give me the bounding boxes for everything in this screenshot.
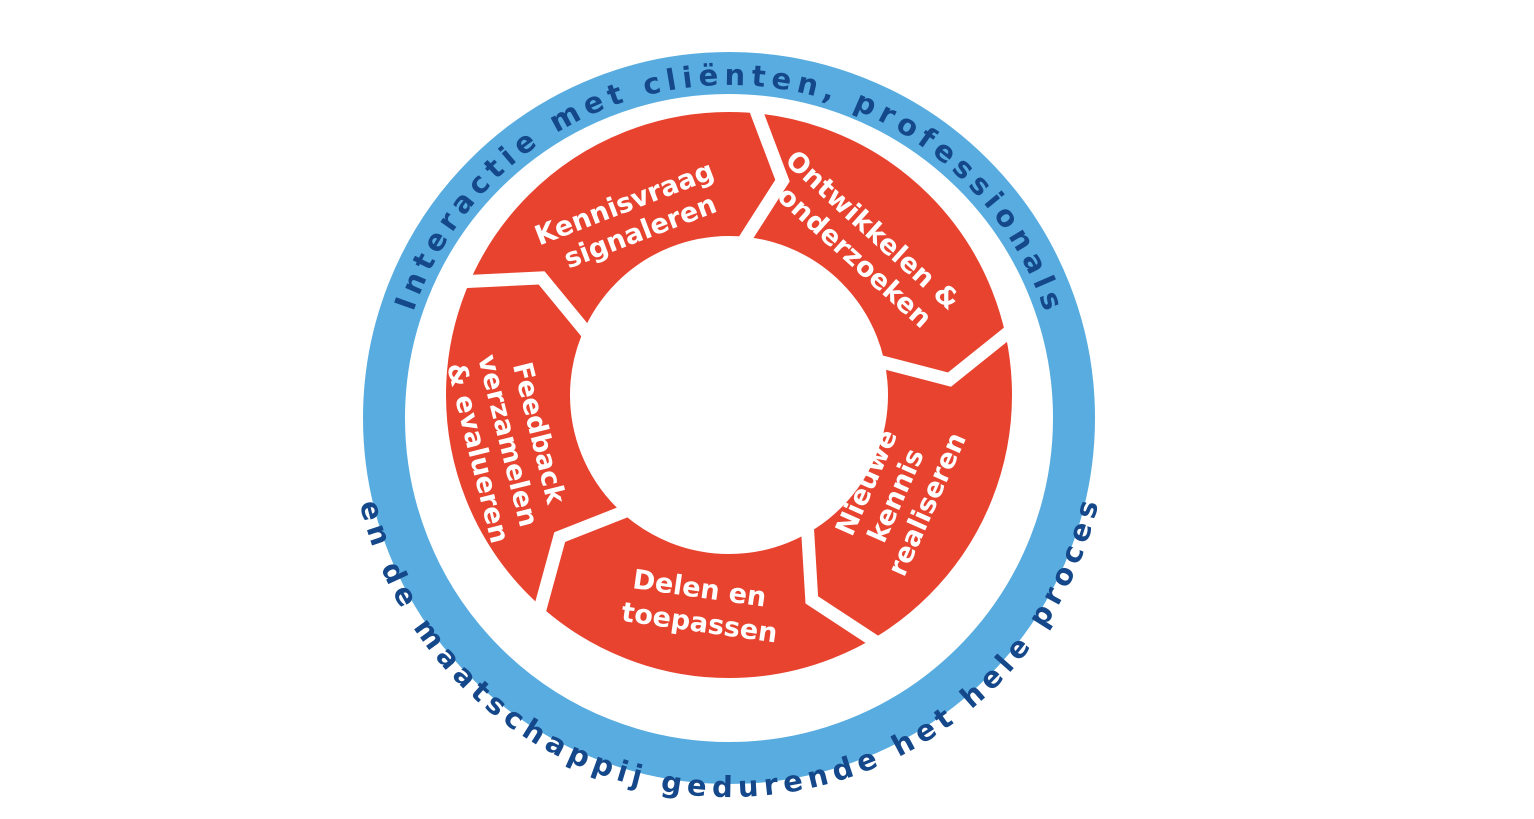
process-ring xyxy=(446,112,1012,678)
segment-separator-chevron xyxy=(736,103,790,248)
outer-interaction-ring xyxy=(363,52,1095,784)
segment-separator-chevron xyxy=(461,271,595,340)
segment-separator-chevron xyxy=(875,324,1016,387)
segment-separator-chevron xyxy=(800,524,882,650)
segment-separator-chevron xyxy=(532,503,632,616)
